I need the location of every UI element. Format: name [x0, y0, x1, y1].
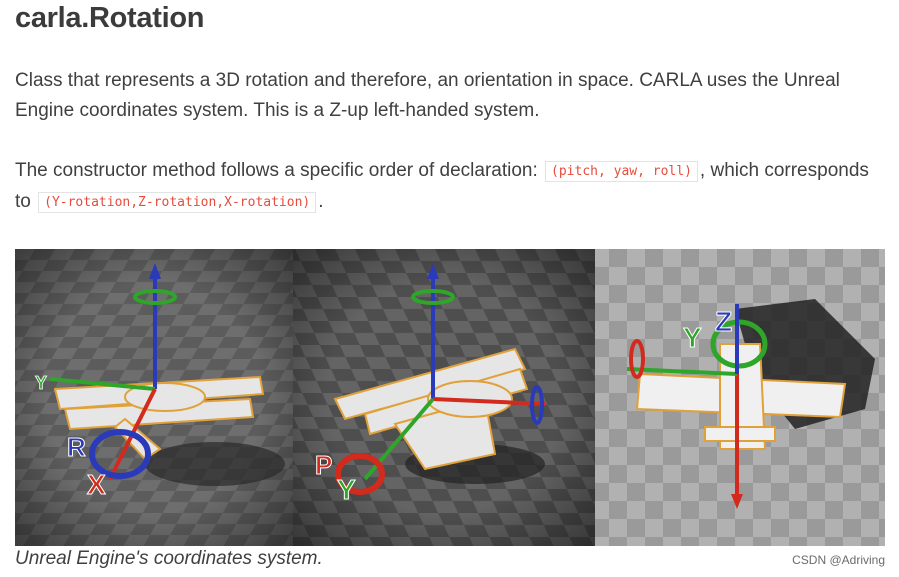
constructor-text-middle: , which corresponds to [15, 160, 869, 212]
roll-label: R [67, 432, 86, 462]
constructor-code-rotation: (Y-rotation,Z-rotation,X-rotation) [38, 192, 317, 213]
class-description: Class that represents a 3D rotation and … [15, 70, 840, 121]
y-axis-label-left: Y [35, 373, 47, 393]
panel-roll: R X Y [15, 249, 293, 546]
panel-yaw: Y Z [595, 249, 885, 546]
z-axis-label: Z [715, 306, 732, 337]
constructor-text-before: The constructor method follows a specifi… [15, 160, 544, 181]
y-axis-label-mid: Y [337, 474, 356, 505]
constructor-text-after: . [318, 191, 324, 212]
constructor-description: The constructor method follows a specifi… [15, 156, 885, 218]
pitch-label: P [315, 450, 332, 480]
x-axis-label: X [87, 469, 106, 500]
page-title: carla.Rotation [15, 2, 205, 34]
panel-pitch: P Y [293, 249, 595, 546]
watermark: CSDN @Adriving [792, 553, 885, 567]
figure-illustration: R X Y P Y [15, 249, 885, 546]
y-axis-label-right: Y [683, 322, 702, 353]
constructor-code-order: (pitch, yaw, roll) [545, 161, 698, 182]
coordinate-system-figure: R X Y P Y [15, 249, 885, 546]
figure-caption: Unreal Engine's coordinates system. [15, 548, 323, 569]
